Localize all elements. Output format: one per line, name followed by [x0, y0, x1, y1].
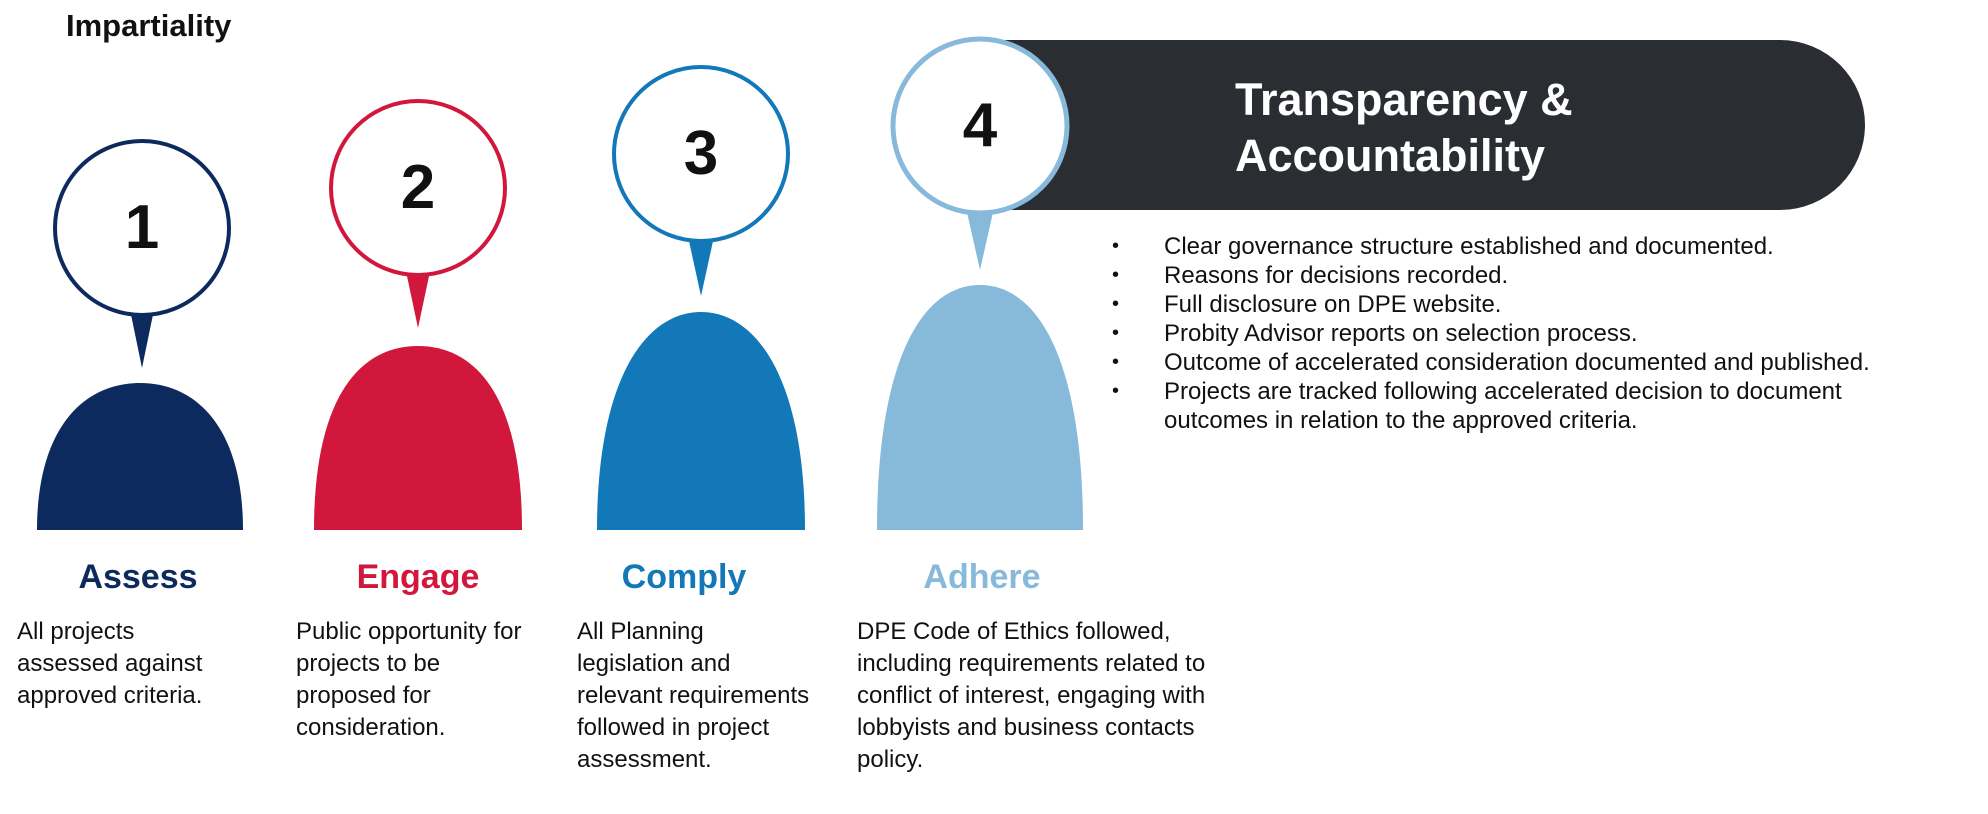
bullet-item: Full disclosure on DPE website.	[1112, 290, 1924, 319]
step-4-description: DPE Code of Ethics followed, including r…	[857, 618, 1206, 773]
bullet-item: Probity Advisor reports on selection pro…	[1112, 319, 1924, 348]
step-1-description: All projects assessed against approved c…	[17, 618, 203, 709]
step-1-figure: 1	[37, 139, 243, 530]
step-4-number: 4	[963, 91, 998, 160]
bullet-item: Projects are tracked following accelerat…	[1112, 377, 1924, 435]
banner-title: Transparency & Accountability	[1235, 74, 1573, 181]
step-3-title: Comply	[621, 558, 747, 596]
step-2-body	[314, 346, 522, 530]
transparency-bullet-list: Clear governance structure established a…	[1112, 232, 1924, 435]
step-3-number: 3	[684, 119, 718, 188]
step-4-figure: 4	[877, 36, 1083, 530]
step-4-body	[877, 285, 1083, 530]
step-2-pointer	[404, 262, 432, 328]
step-4-title: Adhere	[923, 558, 1041, 596]
step-3-figure: 3	[597, 65, 805, 530]
step-2-number: 2	[401, 153, 435, 222]
step-1-title: Assess	[78, 558, 198, 596]
step-1-body	[37, 383, 243, 530]
bullet-item: Outcome of accelerated consideration doc…	[1112, 348, 1924, 377]
bullet-item: Reasons for decisions recorded.	[1112, 261, 1924, 290]
step-3-bubble	[612, 65, 790, 243]
step-3-description: All Planning legislation and relevant re…	[577, 618, 810, 773]
step-3-body	[597, 312, 805, 530]
step-1-bubble	[53, 139, 231, 317]
step-1-number: 1	[125, 193, 159, 262]
page-title: Impartiality	[66, 8, 232, 43]
transparency-banner	[1000, 40, 1865, 210]
step-2-figure: 2	[314, 99, 522, 530]
step-4-pointer	[966, 208, 994, 270]
step-2-title: Engage	[356, 558, 480, 596]
step-3-pointer	[687, 232, 715, 296]
step-1-pointer	[128, 300, 156, 368]
bullet-item: Clear governance structure established a…	[1112, 232, 1924, 261]
step-2-description: Public opportunity for projects to be pr…	[296, 618, 522, 741]
step-4-bubble	[890, 36, 1070, 216]
step-2-bubble	[329, 99, 507, 277]
